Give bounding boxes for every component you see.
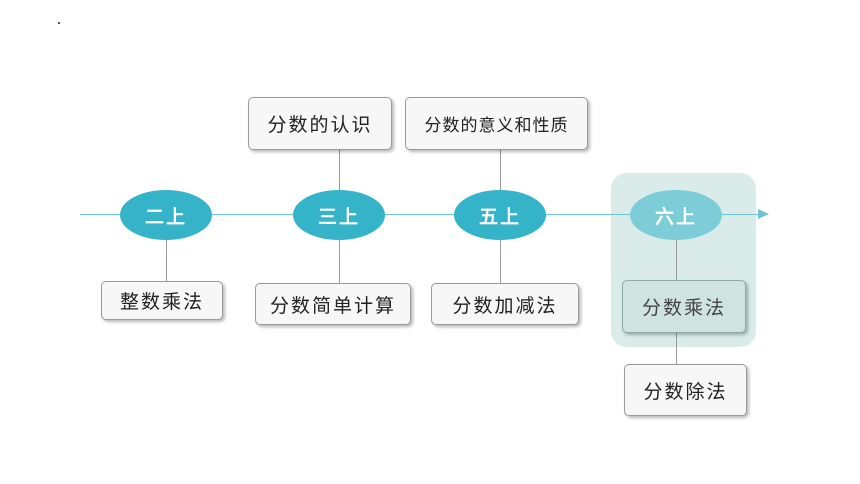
topic-box-fraction-multiplication: 分数乘法: [622, 280, 746, 333]
topic-box-integer-multiplication: 整数乘法: [101, 281, 223, 320]
topic-box-fraction-recognition: 分数的认识: [248, 97, 392, 150]
topic-box-fraction-meaning: 分数的意义和性质: [405, 97, 588, 150]
connector-g5a-bottom: [500, 239, 501, 284]
connector-g6a-lower: [676, 333, 677, 365]
connector-g5a-top: [500, 150, 501, 190]
connector-g3a-top: [339, 150, 340, 190]
timeline-node-g3a: 三上: [293, 190, 385, 240]
topic-box-fraction-division: 分数除法: [624, 364, 747, 416]
topic-box-fraction-add-subtract: 分数加减法: [431, 283, 579, 325]
connector-g2a-bottom: [166, 239, 167, 281]
timeline-axis: [80, 214, 767, 215]
timeline-node-g5a: 五上: [454, 190, 546, 240]
timeline-node-g2a: 二上: [120, 190, 212, 240]
timeline-node-g6a: 六上: [630, 190, 722, 240]
connector-g6a-bottom: [676, 239, 677, 281]
connector-g3a-bottom: [339, 239, 340, 284]
topic-box-simple-fraction-calc: 分数简单计算: [255, 283, 411, 325]
corner-dot: [58, 22, 60, 24]
timeline-arrow-icon: [758, 209, 769, 219]
